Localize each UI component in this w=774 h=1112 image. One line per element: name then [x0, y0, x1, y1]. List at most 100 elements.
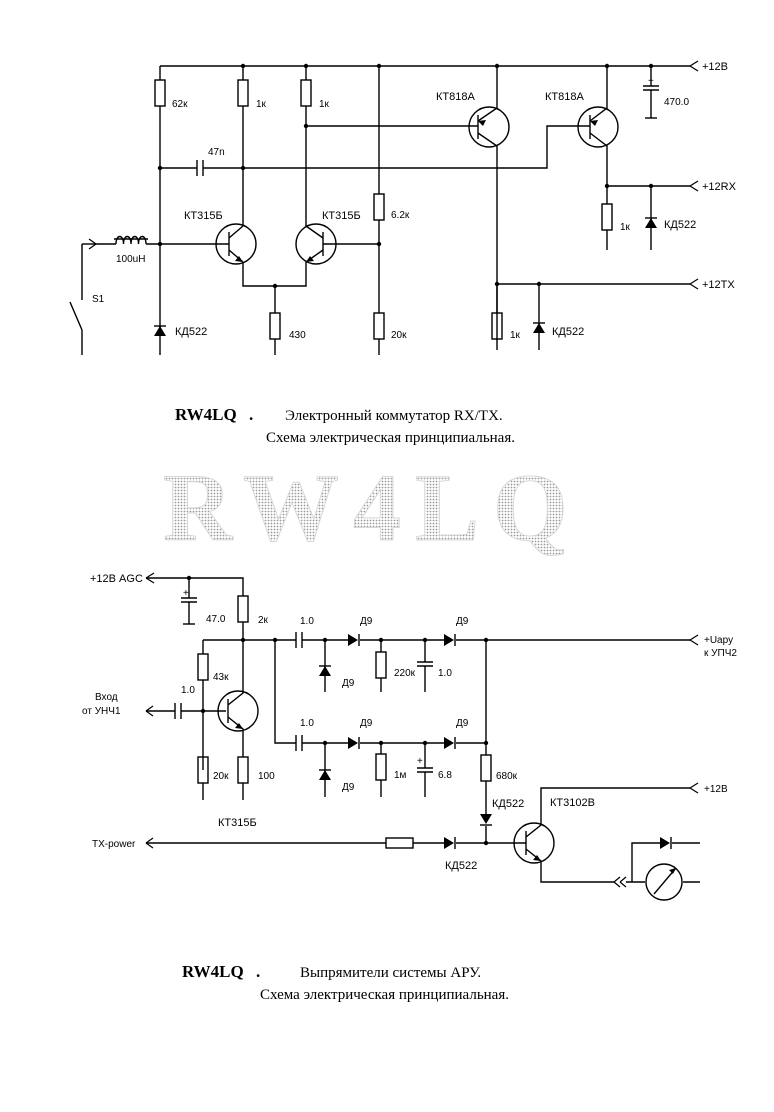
diode-kd522-a-label: КД522: [492, 798, 524, 810]
svg-text:.: .: [249, 405, 253, 424]
resistor-100-label: 100: [258, 771, 275, 782]
resistor-62k: [154, 79, 166, 107]
inductor-100uh-label: 100uH: [116, 254, 145, 265]
resistor-1m: [375, 753, 387, 781]
resistor-20k-b-label: 20к: [213, 771, 229, 782]
transistor-q4-label: КТ818А: [545, 91, 584, 103]
output-label-line1: +Uару: [704, 635, 733, 646]
diode-d9-d-label: Д9: [360, 718, 373, 729]
resistor-1k-tx-label: 1к: [510, 330, 521, 341]
resistor-6-2k-label: 6.2к: [391, 210, 410, 221]
diode-kd522-b-label: КД522: [445, 860, 477, 872]
capacitor-1-0-a-label: 1.0: [300, 616, 314, 627]
transistor-kt3102v: [513, 787, 690, 883]
diode-d9-a-label: Д9: [360, 616, 373, 627]
resistor-1k-b-label: 1к: [319, 99, 330, 110]
diode-d9-e-label: Д9: [456, 718, 469, 729]
rail-12rx-label: +12RX: [702, 181, 737, 193]
resistor-1k-rx-label: 1к: [620, 222, 631, 233]
diode-d9-f-label: Д9: [342, 782, 355, 793]
transistor-q2: [295, 223, 379, 265]
diode-kd522-input-label: КД522: [175, 326, 207, 338]
resistor-6-2k: [373, 193, 385, 221]
top-title-call: RW4LQ: [175, 405, 237, 424]
diode-d9-b-label: Д9: [456, 616, 469, 627]
diode-d9-c: [319, 665, 331, 676]
bottom-title-line1: Выпрямители системы АРУ.: [300, 965, 481, 981]
diode-kd522-a: [480, 814, 492, 826]
transistor-kt315b: [217, 640, 259, 757]
watermark-logo: RW4LQ: [163, 454, 582, 561]
resistor-1k-a-label: 1к: [256, 99, 267, 110]
resistor-2k-label: 2к: [258, 615, 269, 626]
input-label-line1: Вход: [95, 692, 118, 703]
diode-d9-d: [348, 737, 360, 749]
rail-12v-label: +12В: [702, 61, 728, 73]
resistor-430: [269, 312, 281, 340]
capacitor-1-0-input: [174, 703, 182, 719]
diode-d9-a: [348, 634, 360, 646]
resistor-100: [237, 756, 249, 784]
svg-text:+: +: [417, 756, 423, 767]
meter-icon: [645, 863, 683, 901]
diode-d9-c-label: Д9: [342, 678, 355, 689]
diode-d9-f: [319, 769, 331, 780]
capacitor-1-0-input-label: 1.0: [181, 685, 195, 696]
top-title-line1: Электронный коммутатор RX/TX.: [285, 408, 503, 424]
diode-kd522-tx-label: КД522: [552, 326, 584, 338]
capacitor-470-label: 470.0: [664, 97, 689, 108]
diode-kd522-rx: [645, 217, 657, 228]
transistor-kt315b-label: КТ315Б: [218, 817, 257, 829]
diode-d9-b: [444, 634, 456, 646]
capacitor-1-0-c-label: 1.0: [438, 668, 452, 679]
svg-text:+: +: [183, 588, 189, 599]
transistor-q4: [577, 66, 619, 186]
bottom-title-line2: Схема электрическая принципиальная.: [260, 987, 509, 1003]
resistor-680k-label: 680к: [496, 771, 518, 782]
resistor-2k: [237, 595, 249, 623]
diode-kd522-tx: [533, 322, 545, 333]
capacitor-6-8: [417, 767, 433, 773]
capacitor-1-0-c: [417, 661, 433, 667]
capacitor-47: [181, 597, 197, 603]
agc-supply-label: +12В AGC: [90, 573, 143, 585]
supply-12v-b-label: +12В: [704, 784, 728, 795]
resistor-1k-rx: [601, 203, 613, 231]
bottom-title-call: RW4LQ: [182, 962, 244, 981]
top-schematic: +12В 62к 1к 1к 47n: [69, 60, 737, 355]
bottom-title: RW4LQ . Выпрямители системы АРУ. Схема э…: [182, 962, 509, 1003]
capacitor-47n: [196, 160, 204, 176]
diode-kd522-b: [444, 837, 456, 849]
capacitor-470: [643, 85, 659, 91]
diode-kd522-rx-label: КД522: [664, 219, 696, 231]
capacitor-47n-label: 47n: [208, 147, 225, 158]
bottom-schematic: +12В AGC + 47.0 2к 1.0 43к Вход от УНЧ1 …: [82, 572, 737, 901]
diode-kd522-input: [154, 325, 166, 336]
transistor-kt3102v-label: КТ3102В: [550, 797, 595, 809]
diode-d9-e: [444, 737, 456, 749]
svg-text:.: .: [256, 962, 260, 981]
capacitor-47-label: 47.0: [206, 614, 226, 625]
input-label-line2: от УНЧ1: [82, 706, 121, 717]
resistor-20k: [373, 312, 385, 340]
top-title: RW4LQ . Электронный коммутатор RX/TX. Сх…: [175, 405, 515, 446]
transistor-q3-label: КТ818А: [436, 91, 475, 103]
resistor-1m-label: 1м: [394, 770, 407, 781]
resistor-20k-label: 20к: [391, 330, 407, 341]
resistor-43k: [197, 653, 209, 681]
transistor-q1: [160, 223, 257, 265]
resistor-430-label: 430: [289, 330, 306, 341]
resistor-1k-b: [300, 79, 312, 107]
resistor-1k-tx: [491, 312, 503, 340]
transistor-q2-label: КТ315Б: [322, 210, 361, 222]
switch-s1-label: S1: [92, 294, 105, 305]
capacitor-1-0-b: [295, 735, 303, 751]
resistor-tx-power: [385, 837, 414, 849]
inductor-100uh: [115, 235, 147, 245]
resistor-62k-label: 62к: [172, 99, 188, 110]
capacitor-1-0-b-label: 1.0: [300, 718, 314, 729]
transistor-q1-label: КТ315Б: [184, 210, 223, 222]
resistor-220k-label: 220к: [394, 668, 416, 679]
resistor-1k-a: [237, 79, 249, 107]
